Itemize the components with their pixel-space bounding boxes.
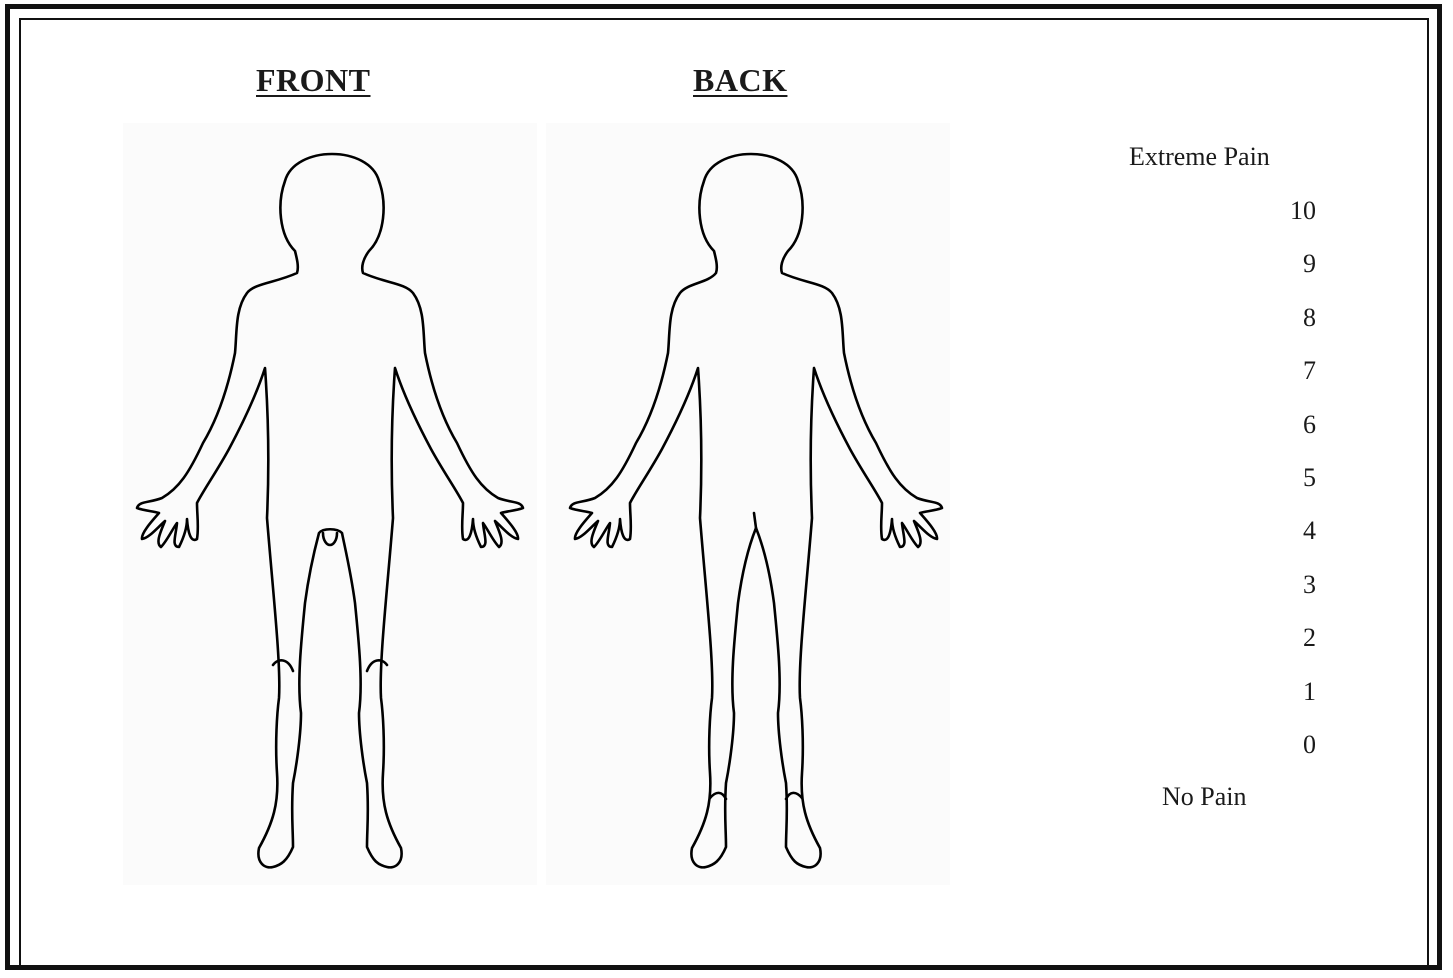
body-back-outline-icon: [546, 123, 950, 885]
pain-level-3[interactable]: 3: [1250, 570, 1316, 623]
pain-level-4[interactable]: 4: [1250, 516, 1316, 569]
pain-level-7[interactable]: 7: [1250, 356, 1316, 409]
pain-scale-max-label: Extreme Pain: [1129, 142, 1270, 172]
pain-level-8[interactable]: 8: [1250, 303, 1316, 356]
back-body-diagram[interactable]: [546, 123, 950, 885]
front-body-diagram[interactable]: [123, 123, 537, 885]
front-view-title: FRONT: [256, 62, 371, 99]
pain-level-5[interactable]: 5: [1250, 463, 1316, 516]
pain-level-1[interactable]: 1: [1250, 677, 1316, 730]
pain-level-0[interactable]: 0: [1250, 730, 1316, 783]
pain-level-2[interactable]: 2: [1250, 623, 1316, 676]
body-front-outline-icon: [123, 123, 537, 885]
pain-level-10[interactable]: 10: [1250, 196, 1316, 249]
pain-level-6[interactable]: 6: [1250, 410, 1316, 463]
back-view-title: BACK: [693, 62, 787, 99]
pain-level-9[interactable]: 9: [1250, 249, 1316, 302]
pain-scale-min-label: No Pain: [1162, 782, 1247, 812]
